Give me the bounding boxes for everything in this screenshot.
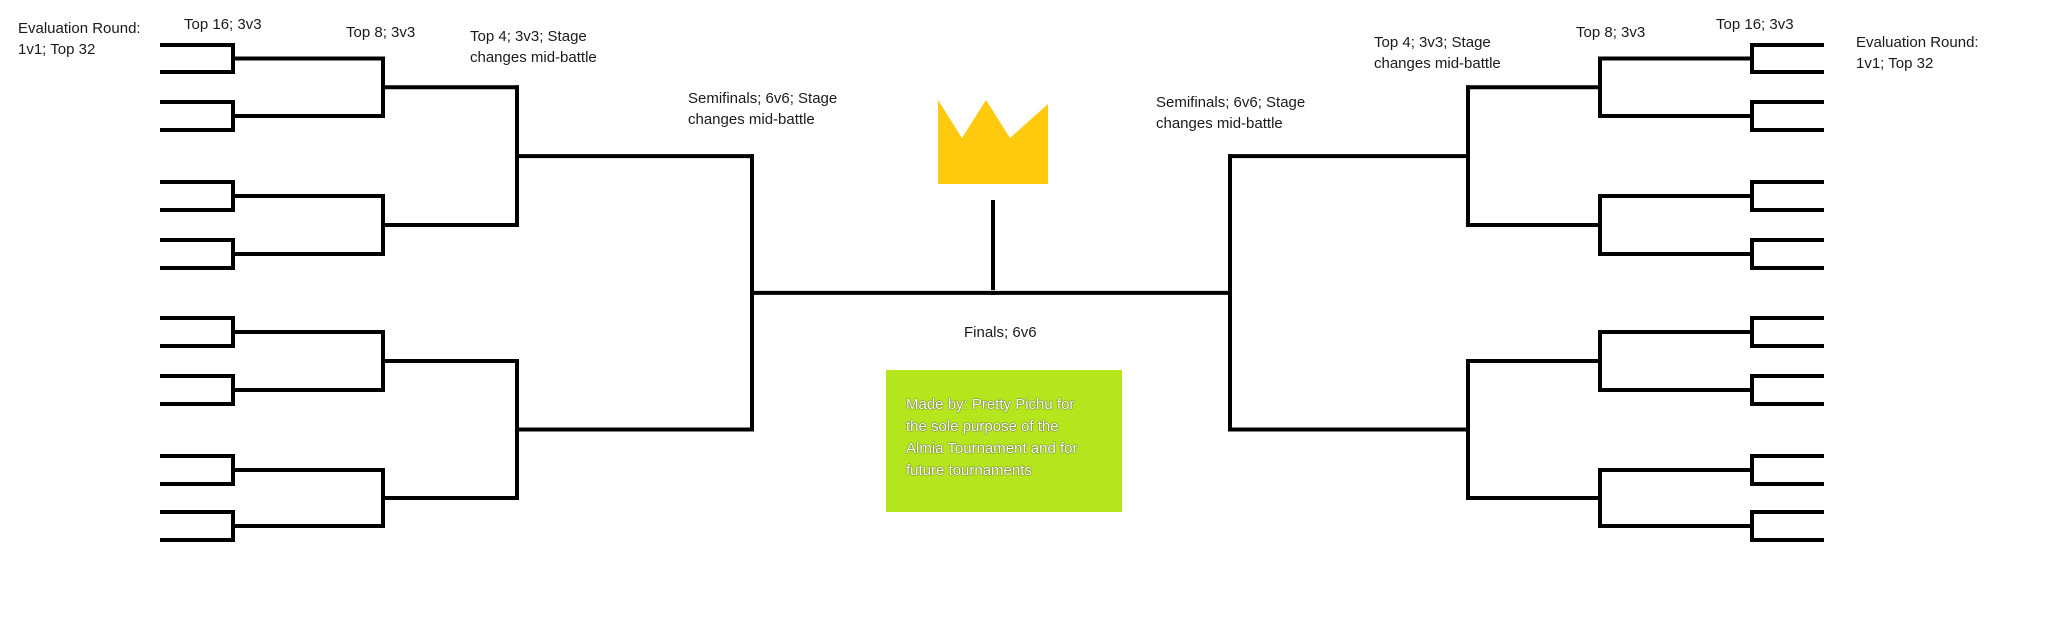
label-top16-left: Top 16; 3v3 <box>184 16 262 33</box>
label-top8-right: Top 8; 3v3 <box>1576 24 1646 41</box>
label-top4-left: Top 4; 3v3; Stage changes mid-battle <box>470 28 597 66</box>
credits-note: Made by: Pretty Pichu for the sole purpo… <box>886 370 1122 512</box>
credits-note-text: Made by: Pretty Pichu for the sole purpo… <box>906 396 1078 479</box>
label-top4-right: Top 4; 3v3; Stage changes mid-battle <box>1374 34 1501 72</box>
label-evaluation-round-right: Evaluation Round: 1v1; Top 32 <box>1856 34 1979 72</box>
label-top8-left: Top 8; 3v3 <box>346 24 416 41</box>
crown-icon <box>938 100 1048 184</box>
label-top16-right: Top 16; 3v3 <box>1716 16 1794 33</box>
label-semifinals-right: Semifinals; 6v6; Stage changes mid-battl… <box>1156 94 1306 132</box>
label-semifinals-left: Semifinals; 6v6; Stage changes mid-battl… <box>688 90 838 128</box>
label-evaluation-round-left: Evaluation Round: 1v1; Top 32 <box>18 20 141 58</box>
label-finals: Finals; 6v6 <box>964 324 1037 341</box>
